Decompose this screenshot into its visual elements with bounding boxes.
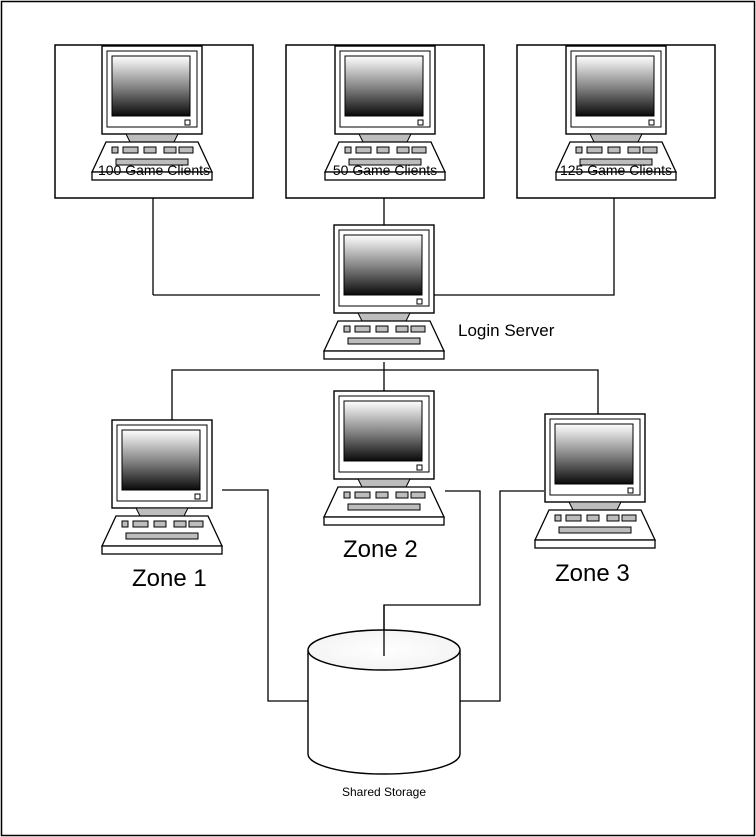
computer-icon bbox=[555, 45, 677, 181]
computer-icon bbox=[91, 45, 213, 181]
shared-storage-label: Shared Storage bbox=[341, 785, 427, 799]
client-box-1 bbox=[54, 44, 254, 199]
connector-zone1-storage bbox=[222, 489, 308, 702]
client-label-1: 100 Game Clients bbox=[97, 162, 211, 178]
client-box-2 bbox=[285, 44, 485, 199]
client-label-3: 125 Game Clients bbox=[559, 162, 673, 178]
client-label-2: 50 Game Clients bbox=[332, 162, 438, 178]
zone-2-label: Zone 2 bbox=[343, 536, 418, 563]
connector-zones-bus bbox=[171, 369, 599, 420]
connector-zone3-storage bbox=[460, 490, 544, 702]
computer-icon bbox=[534, 413, 656, 549]
zone-3-label: Zone 3 bbox=[555, 560, 630, 587]
computer-icon bbox=[323, 390, 445, 526]
login-server-label: Login Server bbox=[458, 321, 555, 340]
computer-icon bbox=[323, 224, 445, 360]
computer-icon bbox=[101, 419, 223, 555]
client-box-3 bbox=[516, 44, 716, 199]
zone-1-label: Zone 1 bbox=[132, 565, 207, 592]
computer-icon bbox=[324, 45, 446, 181]
connector-clients-bus-right bbox=[432, 198, 615, 296]
